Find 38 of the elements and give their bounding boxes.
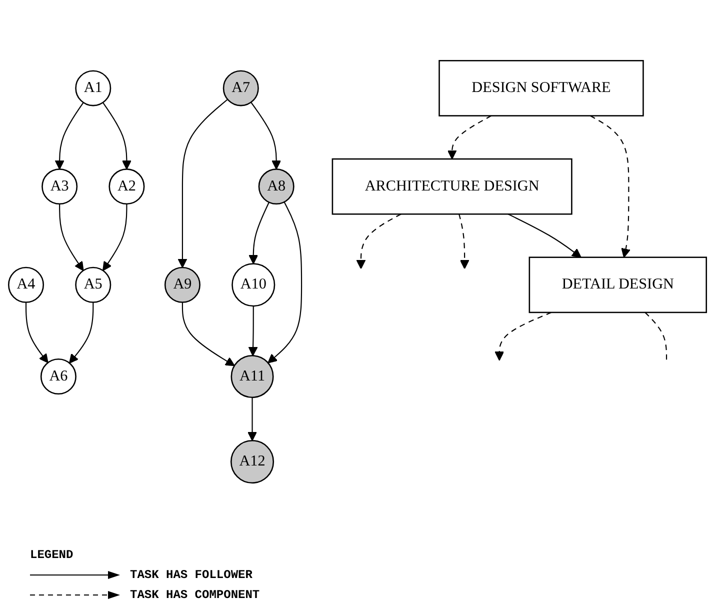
arrow (268, 202, 302, 364)
node-box: DESIGN SOFTWARE (438, 60, 644, 117)
arrow (494, 312, 552, 361)
node-circle: A12 (230, 440, 274, 484)
arrow (590, 116, 630, 258)
arrow (447, 116, 492, 160)
node-circle: A3 (42, 168, 78, 205)
legend-text: TASK HAS FOLLOWER (130, 568, 252, 582)
arrow (248, 398, 258, 442)
node-circle: A1 (75, 70, 112, 106)
node-circle: A6 (40, 358, 76, 395)
legend-heading: LEGEND (30, 548, 74, 562)
arrow (102, 102, 132, 170)
node-circle: A8 (258, 168, 294, 205)
arrow (25, 302, 48, 364)
arrow (248, 306, 258, 356)
node-circle: A4 (8, 267, 44, 304)
arrow (59, 204, 84, 272)
node-box: DETAIL DESIGN (528, 256, 707, 314)
arrow (250, 102, 282, 170)
arrow (69, 302, 94, 364)
node-circle: A10 (232, 263, 276, 307)
arrow (508, 214, 582, 258)
arrow (248, 202, 270, 264)
node-circle: A9 (164, 267, 200, 304)
arrow (458, 214, 470, 270)
connector (644, 312, 668, 361)
arrow (102, 204, 128, 272)
node-box: ARCHITECTURE DESIGN (332, 158, 572, 215)
legend-text: TASK HAS COMPONENT (130, 588, 260, 602)
node-circle: A11 (230, 355, 274, 398)
node-circle: A7 (222, 70, 259, 106)
arrow (54, 102, 84, 170)
arrow (356, 214, 402, 270)
arrow (178, 99, 228, 268)
node-circle: A2 (108, 168, 145, 205)
arrow (182, 302, 235, 366)
node-circle: A5 (75, 267, 112, 304)
